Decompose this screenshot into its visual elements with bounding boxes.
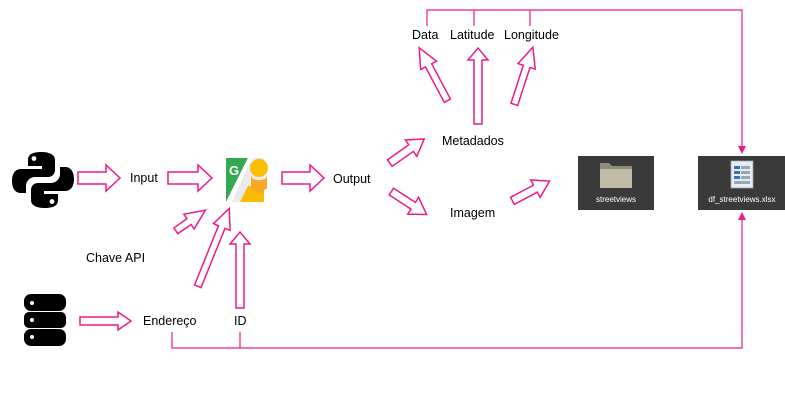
- spreadsheet-file-icon: [730, 160, 754, 189]
- metadata-to-data-arrow: [418, 46, 452, 104]
- metadata-to-spreadsheet-arrowhead: [738, 146, 746, 154]
- chave-api-label: Chave API: [86, 251, 145, 265]
- spreadsheet-caption: df_streetviews.xlsx: [708, 195, 775, 204]
- database-to-address-arrow: [79, 310, 133, 332]
- flow-arrows: [77, 45, 551, 332]
- apikey-to-streetview-arrow: [172, 209, 207, 235]
- folder-caption: streetviews: [596, 195, 636, 204]
- metadata-to-spreadsheet-line: [426, 9, 743, 150]
- address-to-streetview-arrow: [193, 206, 231, 289]
- node-labels: Input Output Metadados Imagem Chave API …: [86, 28, 559, 328]
- latitude-label: Latitude: [450, 28, 495, 42]
- input-label: Input: [130, 171, 158, 185]
- python-logo-icon: [12, 152, 74, 208]
- svg-text:G: G: [229, 163, 239, 178]
- longitude-label: Longitude: [504, 28, 559, 42]
- spreadsheet-tile: df_streetviews.xlsx: [698, 156, 785, 210]
- database-icon: [24, 294, 66, 346]
- id-to-streetview-arrow: [228, 230, 252, 309]
- metadata-to-latitude-arrow: [466, 46, 490, 125]
- python-to-input-arrow: [77, 163, 122, 193]
- metadados-label: Metadados: [442, 134, 504, 148]
- id-label: ID: [234, 314, 247, 328]
- google-street-view-icon: G: [226, 158, 268, 202]
- folder-tile: streetviews: [578, 156, 654, 210]
- folder-icon: [600, 163, 632, 188]
- streetview-to-output-arrow: [281, 163, 326, 193]
- output-to-image-arrow: [388, 187, 428, 216]
- metadata-to-longitude-arrow: [510, 45, 537, 107]
- image-to-folder-arrow: [509, 178, 551, 206]
- output-label: Output: [333, 172, 371, 186]
- input-to-streetview-arrow: [167, 163, 214, 193]
- address-to-spreadsheet-line: [171, 216, 743, 349]
- output-to-metadata-arrow: [386, 138, 426, 168]
- endereco-label: Endereço: [143, 314, 197, 328]
- address-to-spreadsheet-arrowhead: [738, 212, 746, 220]
- data-label: Data: [412, 28, 438, 42]
- imagem-label: Imagem: [450, 206, 495, 220]
- connector-lines: [171, 9, 746, 349]
